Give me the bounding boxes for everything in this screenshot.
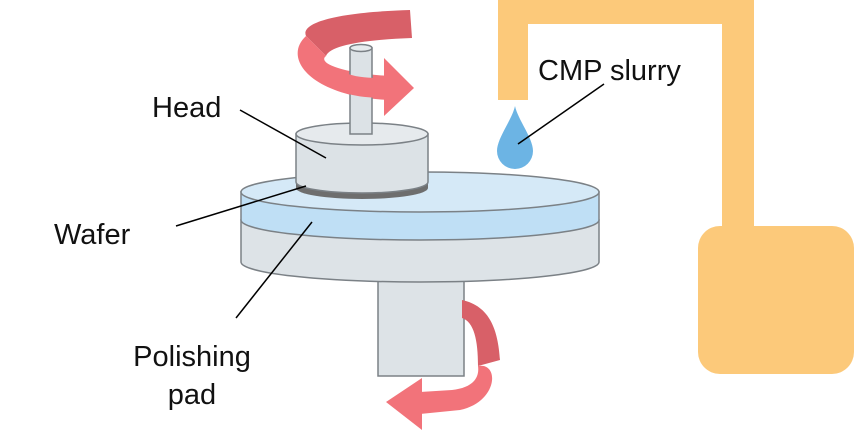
pad-leader [235, 221, 313, 319]
slurry-leader [517, 83, 605, 145]
wafer-leader [175, 185, 307, 227]
head-label: Head [152, 92, 221, 124]
curved-arrow-icon [386, 300, 500, 430]
platen-shaft [377, 271, 465, 377]
leader-lines [175, 83, 605, 319]
slurry-supply [498, 0, 854, 374]
polishing-pad-label-line1: Polishing [133, 341, 251, 373]
head-leader [239, 109, 327, 159]
droplet-icon [497, 106, 533, 169]
top-arrow-front [348, 74, 388, 98]
wafer-label: Wafer [54, 219, 131, 251]
head-carrier [295, 122, 429, 194]
cmp-slurry-label: CMP slurry [538, 55, 681, 87]
polishing-pad-label-line2: pad [168, 379, 216, 411]
slurry-pipe [498, 0, 754, 232]
slurry-tank [698, 226, 854, 374]
